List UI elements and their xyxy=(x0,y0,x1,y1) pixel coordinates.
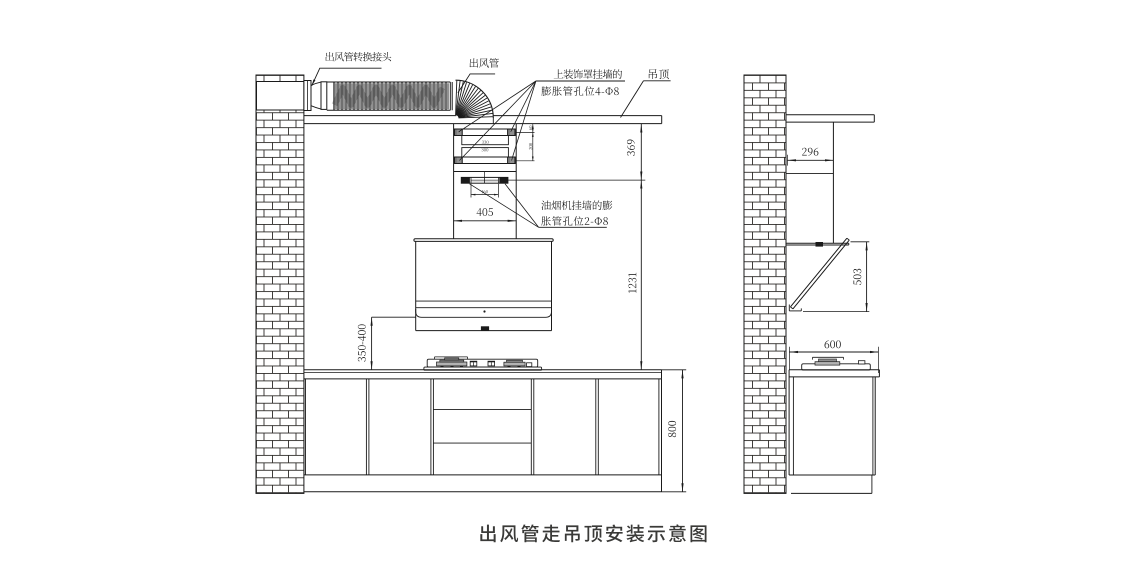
dim-330-text xyxy=(481,140,489,144)
hood-side xyxy=(786,237,850,312)
label-duct-text xyxy=(469,58,499,68)
page-title xyxy=(480,524,707,543)
chimney-cover-front xyxy=(453,123,517,239)
label-upper-cover-line1 xyxy=(553,69,623,79)
dim-rail-offsets xyxy=(516,124,535,162)
label-ceiling-text xyxy=(648,69,669,80)
dim-600-text xyxy=(824,340,841,349)
countertop-front xyxy=(303,369,662,380)
dim-405 xyxy=(453,208,517,222)
dim-350-400 xyxy=(357,316,416,370)
dim-60-text xyxy=(528,125,533,131)
dim-200-text xyxy=(528,143,533,150)
label-ceiling xyxy=(620,69,671,118)
countertop-side xyxy=(789,369,880,378)
brick-wall-right-icon xyxy=(743,74,787,494)
mount-rails xyxy=(454,128,516,164)
dim-1231 xyxy=(628,180,643,370)
dim-800-text xyxy=(668,420,677,438)
dim-503-text xyxy=(853,268,862,285)
suspended-ceiling-side xyxy=(786,114,875,123)
cooktop-side xyxy=(801,356,871,371)
label-duct-adapter xyxy=(311,51,392,86)
dim-300-text xyxy=(481,148,489,152)
cooktop-front xyxy=(423,356,543,371)
hood-front xyxy=(413,238,554,332)
flexible-duct xyxy=(326,81,453,111)
dim-296-text xyxy=(802,147,819,156)
dim-800 xyxy=(661,369,687,493)
label-upper-cover-line2 xyxy=(541,86,619,96)
dim-350-400-text xyxy=(357,324,366,362)
hood-indicator-dot-icon xyxy=(483,310,486,313)
suspended-ceiling-front xyxy=(303,115,663,125)
dim-600 xyxy=(789,340,879,373)
dim-369 xyxy=(626,124,643,181)
dim-296 xyxy=(787,147,834,166)
front-view xyxy=(255,51,687,494)
duct-elbow xyxy=(455,79,494,124)
hood-display-icon xyxy=(480,326,490,331)
dim-369-text xyxy=(626,139,635,156)
label-hood-holes-line2 xyxy=(541,216,608,226)
label-duct-adapter-text xyxy=(325,51,392,62)
chimney-cover-side xyxy=(786,122,834,244)
base-cabinet-side xyxy=(788,369,876,494)
label-hood-holes xyxy=(469,183,613,228)
dim-1231-text xyxy=(628,272,637,293)
label-upper-cover-holes xyxy=(458,69,625,161)
label-duct xyxy=(457,58,499,93)
hood-side-bracket-icon xyxy=(815,242,823,247)
base-cabinet-front xyxy=(303,378,662,493)
brick-wall-left-icon xyxy=(255,74,305,494)
dim-503 xyxy=(803,241,870,313)
side-view xyxy=(743,74,880,494)
hood-mount-bracket xyxy=(460,172,509,184)
duct-adapter xyxy=(256,80,328,111)
dim-hood-hole-spacing xyxy=(470,183,499,198)
label-hood-holes-line1 xyxy=(541,200,613,211)
dim-405-text xyxy=(476,208,493,217)
